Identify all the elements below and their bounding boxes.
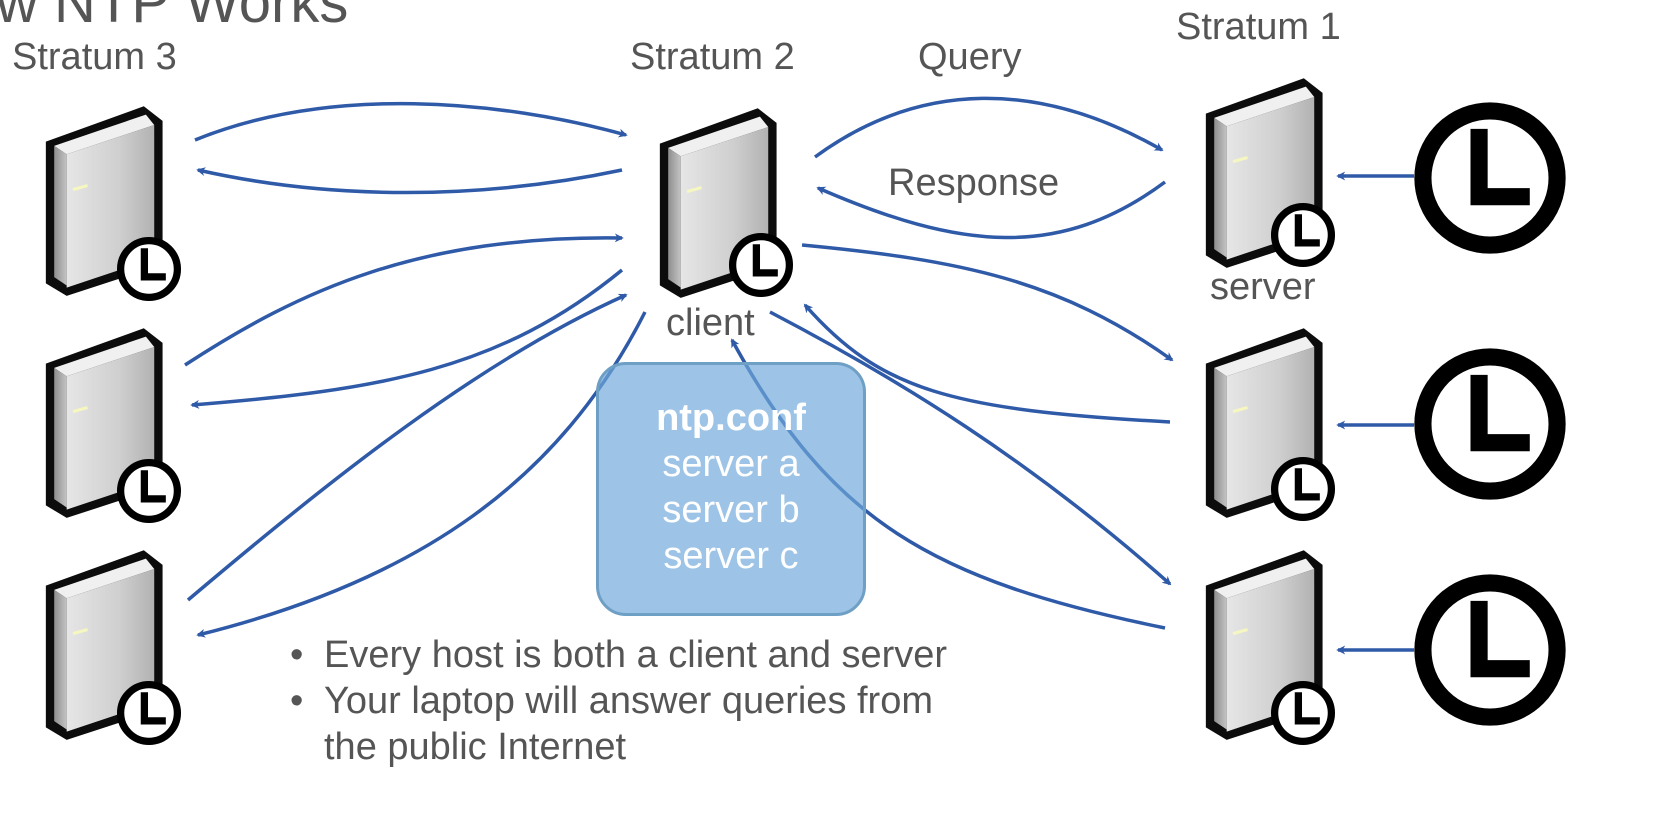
arrow-s2-to-s3b: [190, 268, 624, 409]
small-clock-icon: [121, 463, 178, 520]
arrow-s2-to-s3a: [196, 167, 623, 195]
bullet-marker: •: [290, 634, 304, 676]
small-clock-icon: [121, 685, 178, 742]
arrow-s3a-to-s2: [194, 101, 628, 142]
server-label: server: [1210, 266, 1316, 308]
arrow-s2-to-s1c: [769, 310, 1172, 586]
ntp-conf-line: server a: [662, 443, 800, 485]
arrow-s1b-to-s2: [803, 303, 1171, 424]
stratum-2-label: Stratum 2: [630, 36, 795, 78]
bullet-list: • Every host is both a client and server…: [290, 632, 947, 770]
reference-clock-icon: [1423, 357, 1557, 491]
client-label: client: [666, 302, 755, 344]
arrow-query: [813, 96, 1164, 159]
ntp-conf-box: ntp.conf server a server b server c: [596, 362, 866, 616]
small-clock-icon: [733, 237, 790, 294]
small-clock-icon: [1275, 685, 1332, 742]
arrow-response: [816, 180, 1167, 240]
stratum-3-label: Stratum 3: [12, 36, 177, 78]
reference-clock-icon: [1423, 583, 1557, 717]
arrow-s3c-to-s2: [186, 293, 628, 602]
arrow-s3b-to-s2: [184, 233, 624, 367]
reference-clock-icon: [1423, 111, 1557, 245]
small-clock-icon: [121, 241, 178, 298]
bullet-marker: •: [290, 680, 304, 722]
ntp-conf-heading: ntp.conf: [656, 397, 806, 439]
ntp-conf-line: server c: [663, 535, 799, 577]
query-label: Query: [918, 36, 1022, 78]
response-label: Response: [888, 162, 1060, 204]
bullet-text: Every host is both a client and server: [324, 634, 948, 676]
small-clock-icon: [1275, 461, 1332, 518]
arrow-s2-to-s1b: [801, 243, 1174, 362]
bullet-continuation: the public Internet: [324, 726, 627, 768]
ntp-conf-line: server b: [662, 489, 800, 531]
small-clock-icon: [1275, 207, 1332, 264]
arrow-s2-to-s3c: [196, 311, 647, 638]
stratum-1-label: Stratum 1: [1176, 6, 1341, 48]
slide-title: w NTP Works: [0, 0, 349, 35]
bullet-text: Your laptop will answer queries from: [324, 680, 934, 722]
bullet-item: • Every host is both a client and server: [290, 632, 947, 678]
bullet-item: • Your laptop will answer queries from: [290, 678, 947, 724]
